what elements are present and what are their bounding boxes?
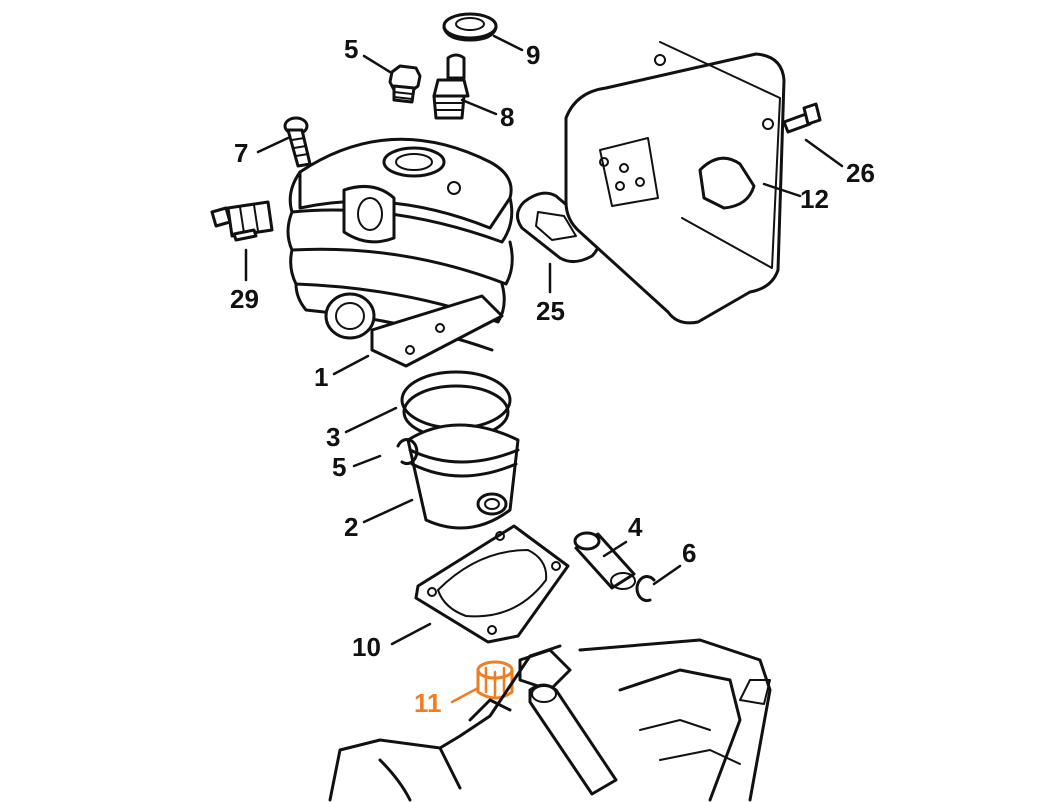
part-10-base-gasket (414, 524, 570, 644)
label-part-12: 12 (800, 184, 829, 214)
part-labels: 5 9 8 7 29 1 25 12 26 3 5 2 4 6 10 11 (230, 34, 875, 718)
label-part-4: 4 (628, 512, 643, 542)
part-12-muffler (564, 41, 786, 325)
part-8-valve (432, 53, 470, 120)
part-5-clip-upper (396, 438, 419, 466)
part-1-cylinder (286, 137, 514, 368)
label-part-29: 29 (230, 284, 259, 314)
label-part-1: 1 (314, 362, 328, 392)
label-part-5-upper: 5 (332, 452, 346, 482)
label-part-26: 26 (846, 158, 875, 188)
label-part-6: 5 (344, 34, 358, 64)
label-part-5-lower: 6 (682, 538, 696, 568)
part-6-plug (388, 64, 422, 104)
part-5-clip-lower (635, 575, 656, 603)
part-26-screw (782, 102, 822, 134)
label-part-11: 11 (414, 688, 442, 718)
label-part-25: 25 (536, 296, 565, 326)
part-4-pin (573, 531, 636, 590)
label-part-2: 2 (344, 512, 358, 542)
crankcase (328, 638, 772, 802)
part-2-piston (406, 423, 520, 530)
part-9-cap (442, 12, 498, 42)
label-part-10: 10 (352, 632, 381, 662)
part-7-screw (283, 116, 312, 168)
label-part-7: 7 (234, 138, 248, 168)
part-29-spark-plug (210, 200, 274, 242)
label-part-9: 9 (526, 40, 540, 70)
part-11-needle-cage (476, 660, 514, 700)
label-part-8: 8 (500, 102, 514, 132)
part-25-gasket (516, 191, 601, 263)
label-part-3: 3 (326, 422, 340, 452)
leader-lines (244, 34, 844, 704)
